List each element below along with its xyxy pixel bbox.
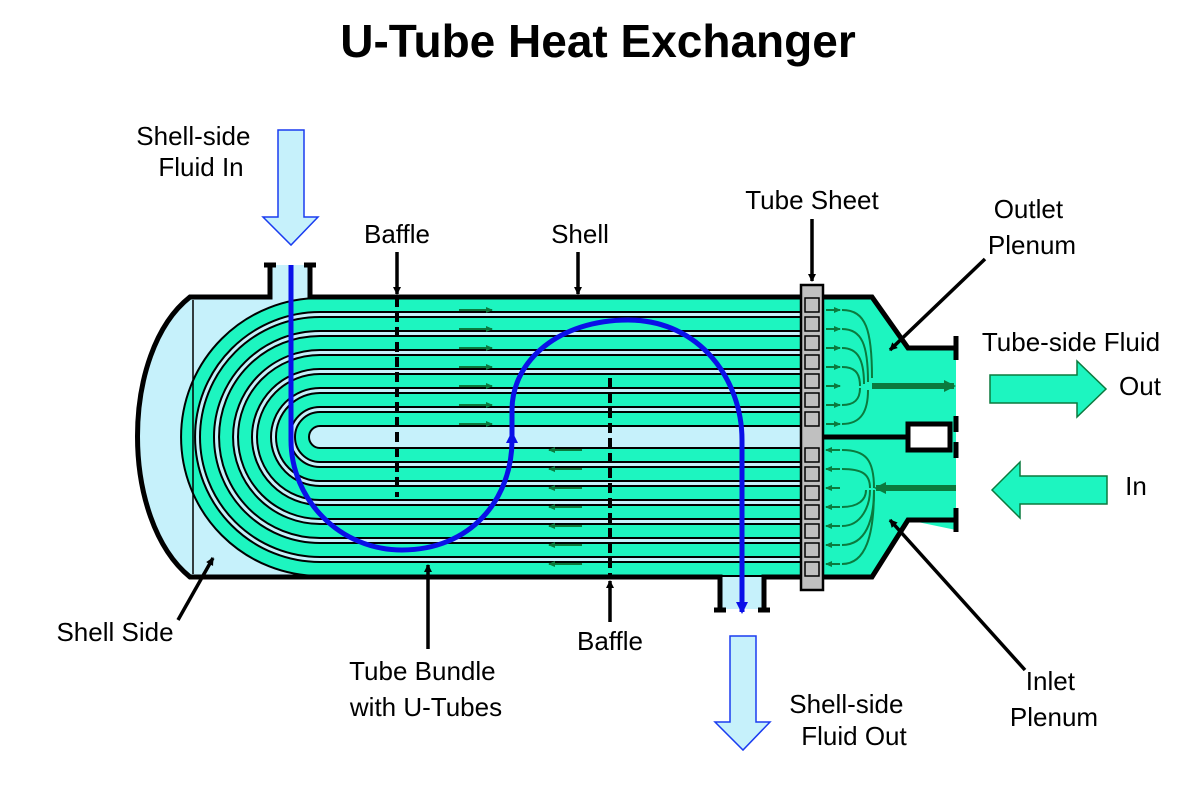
outlet-plenum-flow [826, 307, 873, 427]
shell-flow-mid-arrow [506, 431, 518, 443]
label-shell-side-fluid-out: Shell-side Fluid Out [789, 689, 910, 751]
label-tube-sheet: Tube Sheet [745, 185, 879, 215]
diagram-title: U-Tube Heat Exchanger [340, 15, 856, 67]
label-baffle-top: Baffle [364, 219, 430, 249]
label-baffle-bottom: Baffle [577, 626, 643, 656]
shell-fluid-in-arrow [261, 129, 320, 247]
label-shell-side-fluid-in: Shell-side Fluid In [136, 121, 257, 182]
label-out: Out [1119, 371, 1162, 401]
tube-fluid-out-arrow [989, 359, 1108, 419]
label-tube-bundle: Tube Bundle with U-Tubes [349, 656, 503, 722]
leader-lines [176, 219, 1027, 672]
shell-flow-arrows-right [459, 307, 493, 427]
shell-flow-path [288, 265, 748, 614]
label-shell-side: Shell Side [56, 617, 173, 647]
label-in: In [1125, 471, 1147, 501]
tube-fluid-in-arrow [990, 460, 1108, 520]
tube-sheet [799, 283, 825, 592]
label-outlet-plenum: Outlet Plenum [988, 194, 1076, 260]
inlet-plenum-flow [825, 447, 875, 567]
label-inlet-plenum: Inlet Plenum [1010, 666, 1098, 732]
shell-outline [135, 262, 959, 613]
label-tube-side-fluid: Tube-side Fluid [982, 327, 1160, 357]
shell-fluid-out-arrow [713, 635, 772, 752]
shell-flow-arrows-left [548, 447, 582, 567]
tube-bundle [180, 297, 800, 577]
label-shell: Shell [551, 219, 609, 249]
